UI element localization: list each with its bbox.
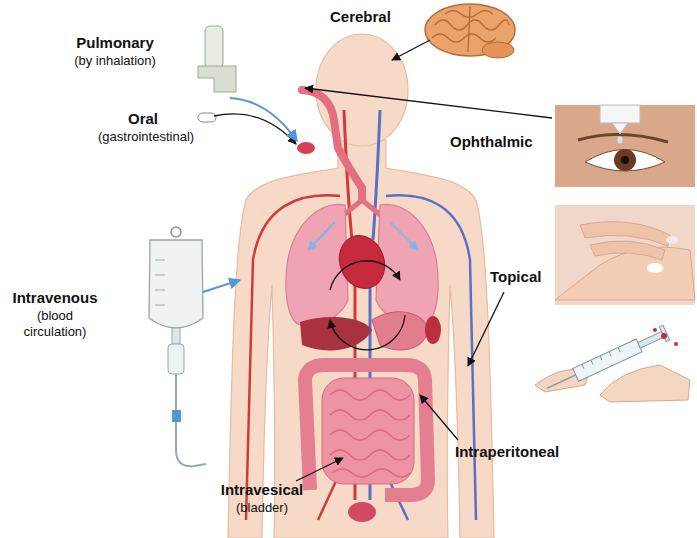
route-note: (gastrointestinal) [98,129,194,145]
route-name: Cerebral [330,8,391,27]
body-silhouette [228,34,494,538]
brain-picture [425,4,515,58]
route-note: (bladder) [236,500,288,516]
pill [198,113,216,122]
injection-picture [535,325,690,402]
route-name: Intravesical [221,481,304,500]
label-text: (by inhalation) [74,53,156,69]
route-name: Topical [490,268,541,287]
label-text: (blood circulation) [9,308,101,341]
circulation-arrows [330,261,405,350]
route-note: (by inhalation) [74,53,156,69]
label-text: Topical [490,268,541,287]
route-name: Intraperitoneal [455,443,559,462]
heart [332,229,392,295]
route-name: Oral [128,110,158,129]
label-text: Intraperitoneal [455,443,559,462]
eye-drop-picture [555,105,695,187]
blood-vessels [246,110,476,520]
abdominal-organs [300,312,441,522]
label-text: Ophthalmic [450,133,533,152]
route-note: (blood circulation) [9,308,101,341]
leader-lines [214,40,552,481]
label-text: Intravenous [12,289,97,308]
topical-cream-picture [555,205,695,305]
inhaler-picture [198,26,236,92]
route-name: Intravenous [12,289,97,308]
label-text: (gastrointestinal) [98,129,194,145]
iv-bag-picture [149,227,240,466]
route-name: Ophthalmic [450,133,533,152]
label-text: Pulmonary [76,34,154,53]
label-text: (bladder) [236,500,288,516]
route-name: Pulmonary [76,34,154,53]
label-text: Cerebral [330,8,391,27]
airway [297,90,384,218]
label-text: Intravesical [221,481,304,500]
label-text: Oral [128,110,158,129]
lungs [286,204,438,325]
